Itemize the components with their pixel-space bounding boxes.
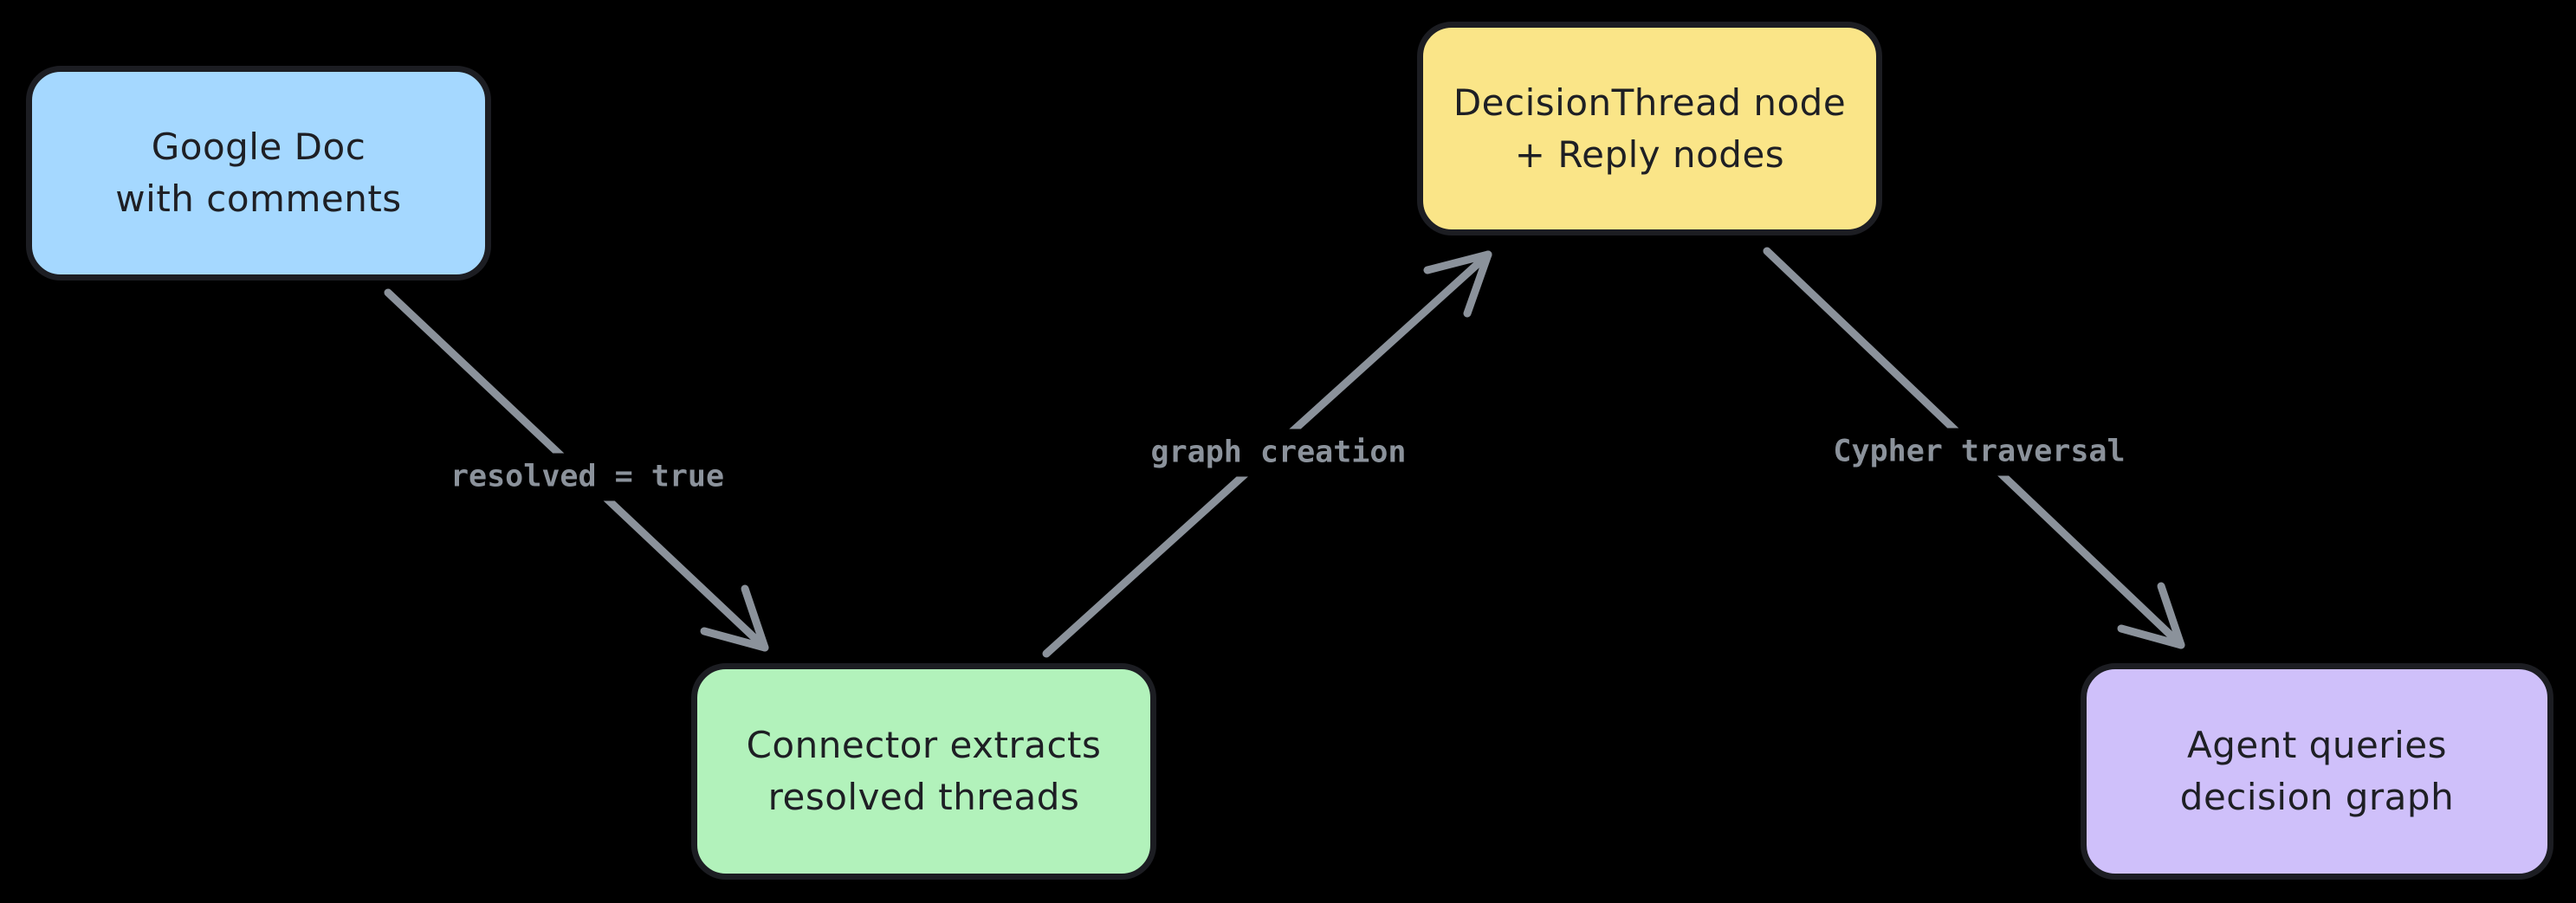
node-decisionthread-line1: DecisionThread node [1453, 81, 1847, 124]
node-connector-extracts-line1: Connector extracts [746, 724, 1102, 766]
edge-label-graph-creation: graph creation [1138, 429, 1419, 477]
node-agent-queries: Agent queries decision graph [2081, 663, 2553, 880]
node-decisionthread: DecisionThread node + Reply nodes [1417, 22, 1882, 235]
node-google-doc-line2: with comments [115, 177, 402, 220]
node-google-doc-line1: Google Doc [151, 126, 366, 168]
node-google-doc: Google Doc with comments [26, 66, 491, 281]
node-connector-extracts-line2: resolved threads [767, 776, 1080, 818]
edge-label-resolved-true: resolved = true [437, 453, 737, 501]
node-decisionthread-line2: + Reply nodes [1514, 132, 1785, 176]
node-connector-extracts: Connector extracts resolved threads [691, 663, 1156, 880]
node-agent-queries-line2: decision graph [2179, 776, 2455, 818]
node-agent-queries-line1: Agent queries [2187, 724, 2447, 766]
edge-label-cypher-traversal: Cypher traversal [1821, 428, 2138, 476]
